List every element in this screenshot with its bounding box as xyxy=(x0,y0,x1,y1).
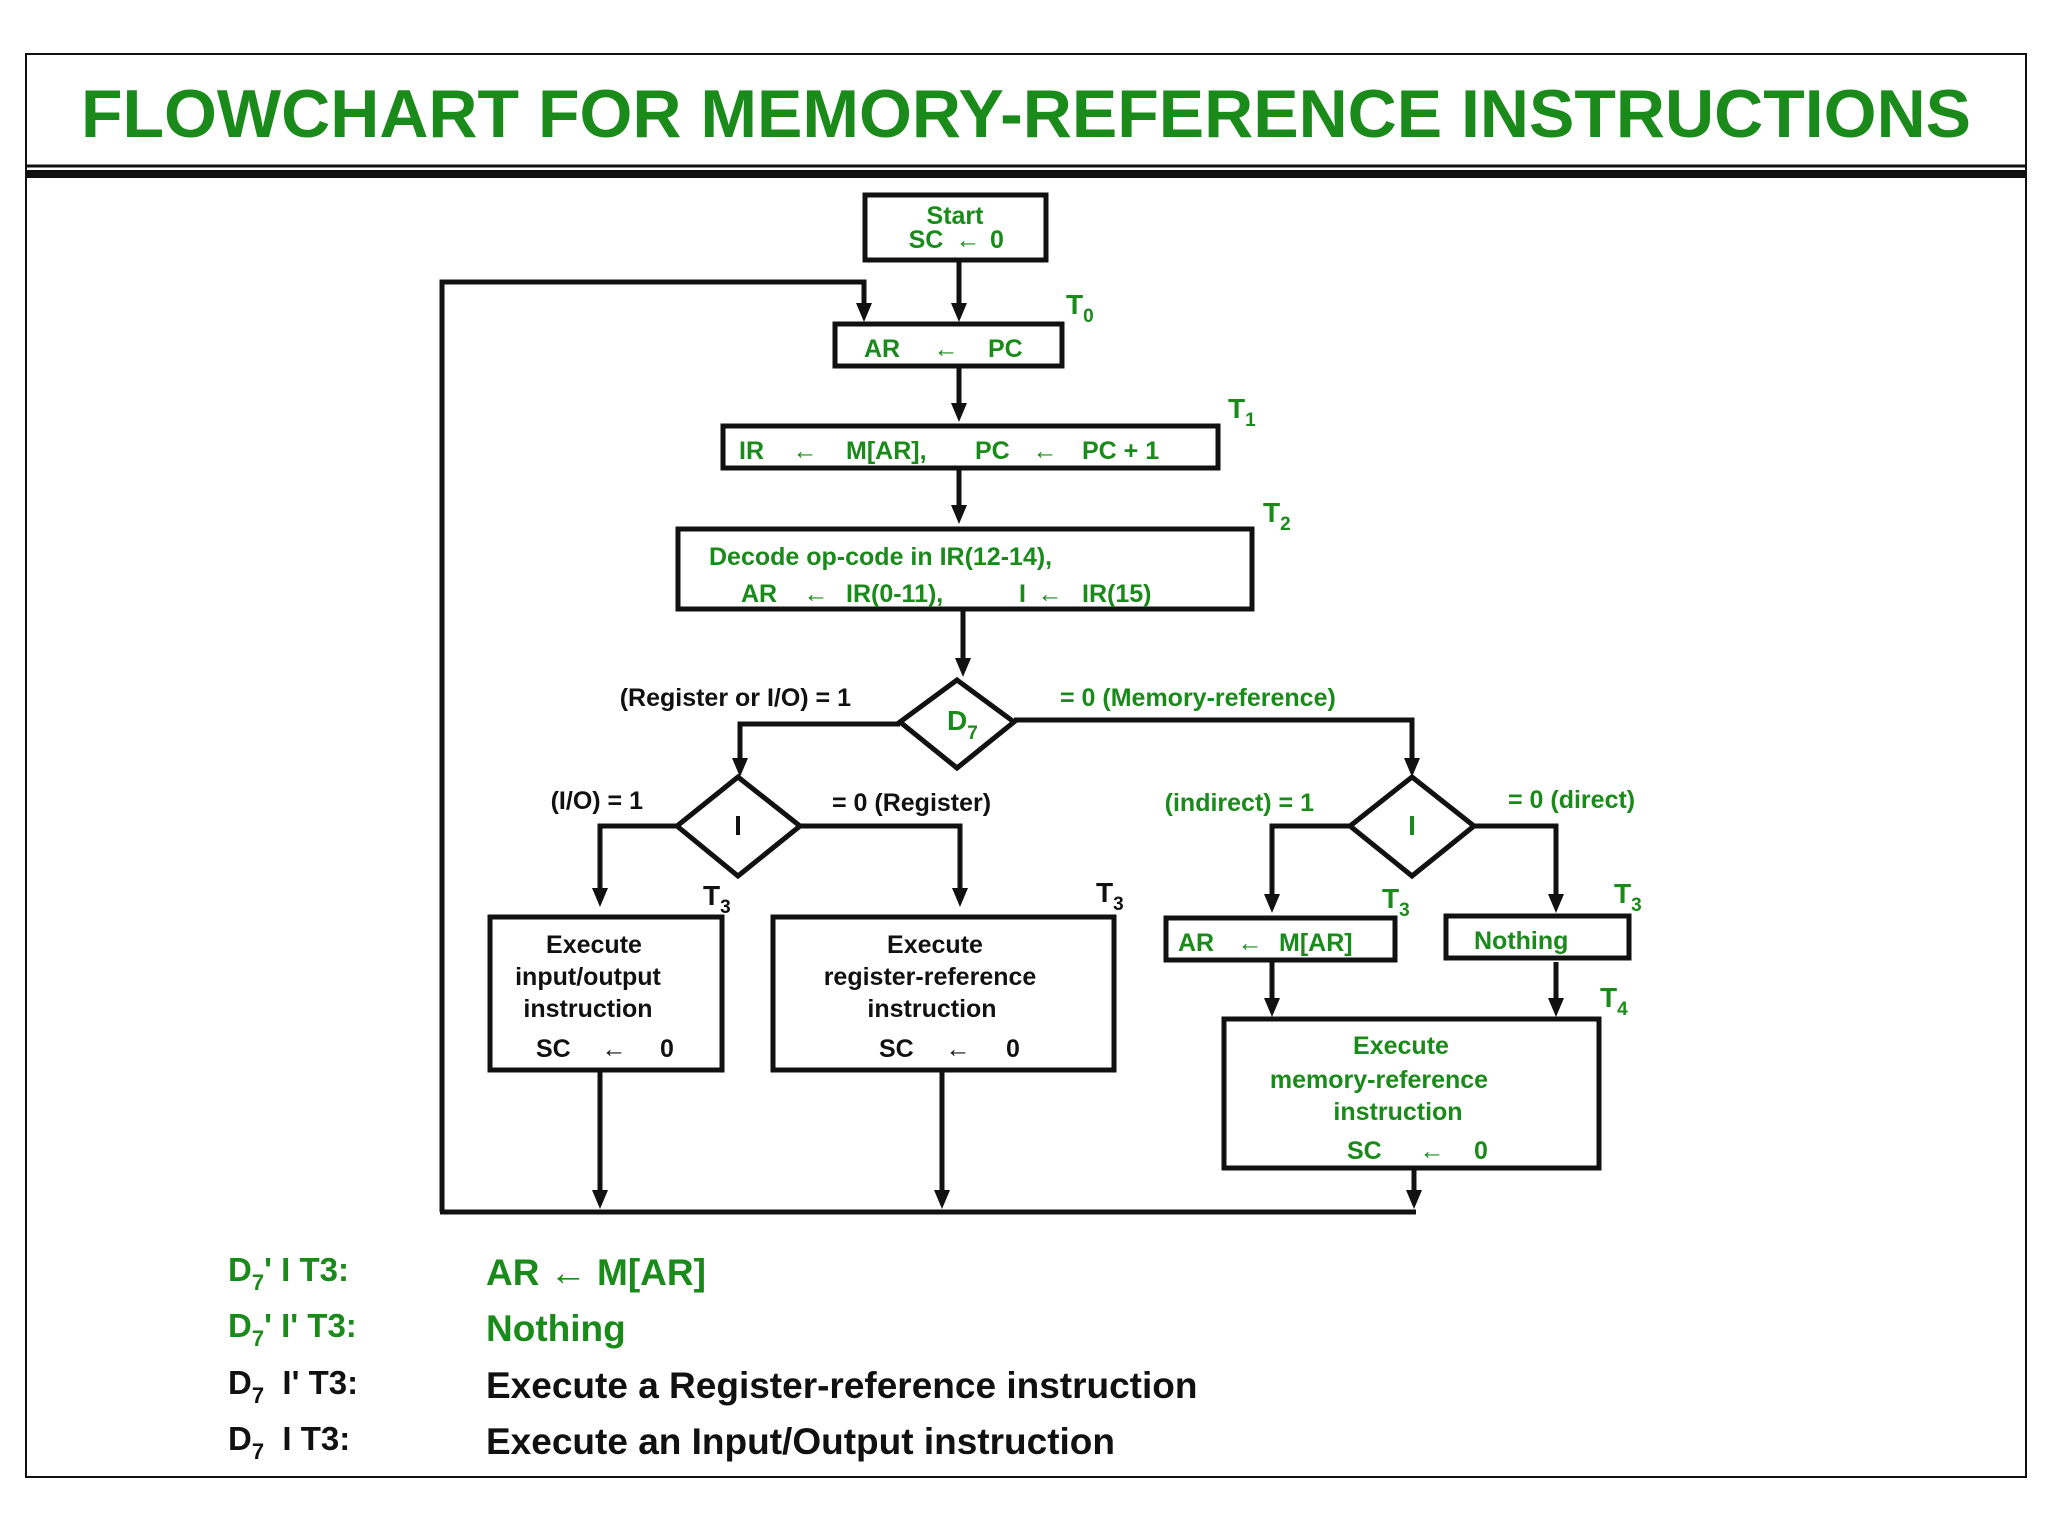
connectors xyxy=(439,262,1564,1215)
svg-text:instruction: instruction xyxy=(1333,1098,1462,1126)
i-right-decision: I (indirect) = 1 = 0 (direct) xyxy=(1165,773,1635,880)
t2-node: T2 Decode op-code in IR(12-14), AR ← IR(… xyxy=(675,497,1291,612)
svg-text:memory-reference: memory-reference xyxy=(1270,1066,1488,1094)
svg-text:Execute: Execute xyxy=(887,931,983,959)
i-right-label: I xyxy=(1408,810,1416,841)
t3-label: T3 xyxy=(703,880,731,918)
slide-frame xyxy=(25,53,2027,1478)
start-zero: 0 xyxy=(990,226,1004,254)
i-left-no-label: = 0 (Register) xyxy=(832,789,991,817)
arrow-icon: ← xyxy=(804,580,829,608)
t2-ir: IR(0-11), xyxy=(846,580,943,608)
arrow-icon: ← xyxy=(602,1035,627,1063)
t2-i: I xyxy=(1019,580,1026,608)
indirect-node: T3 AR ← M[AR] xyxy=(1163,883,1410,963)
t2-ir15: IR(15) xyxy=(1082,580,1151,608)
arrow-icon: ← xyxy=(934,335,959,363)
svg-text:input/output: input/output xyxy=(515,963,661,991)
svg-text:instruction: instruction xyxy=(867,995,996,1023)
arrow-icon: ← xyxy=(1420,1137,1445,1165)
legend-action: Execute a Register-reference instruction xyxy=(486,1365,1197,1406)
svg-text:Execute: Execute xyxy=(1353,1032,1449,1060)
t1-label: T1 xyxy=(1228,393,1256,431)
t2-ar: AR xyxy=(741,580,777,608)
legend-condition: D7' I' T3: xyxy=(228,1307,357,1351)
d7-left-label: (Register or I/O) = 1 xyxy=(620,684,851,712)
t3-label: T3 xyxy=(1382,883,1410,921)
svg-text:SC: SC xyxy=(1347,1137,1382,1165)
legend-action: AR ← M[AR] xyxy=(486,1252,706,1293)
arrow-icon: ← xyxy=(1038,580,1063,608)
arrow-icon: ← xyxy=(1033,437,1058,465)
svg-text:SC: SC xyxy=(879,1035,914,1063)
t3-label: T3 xyxy=(1614,878,1642,916)
svg-text:SC: SC xyxy=(536,1035,571,1063)
t2-label: T2 xyxy=(1263,497,1291,535)
svg-text:M[AR]: M[AR] xyxy=(1279,929,1353,957)
start-sc: SC xyxy=(909,226,944,254)
memory-execute-node: T4 Execute memory-reference instruction … xyxy=(1221,982,1628,1171)
i-left-label: I xyxy=(734,810,742,841)
t1-ir: IR xyxy=(739,437,764,465)
arrow-icon: ← xyxy=(1238,929,1263,957)
svg-text:Execute: Execute xyxy=(546,931,642,959)
svg-text:instruction: instruction xyxy=(523,995,652,1023)
legend: D7' I T3: AR ← M[AR] D7' I' T3: Nothing … xyxy=(228,1251,1197,1464)
legend-action: Nothing xyxy=(486,1308,626,1349)
start-node: Start SC ← 0 xyxy=(862,192,1049,263)
legend-row: D7 I' T3: Execute a Register-reference i… xyxy=(228,1364,1197,1408)
t1-mar: M[AR], xyxy=(846,437,927,465)
legend-condition: D7' I T3: xyxy=(228,1251,349,1295)
legend-condition: D7 I T3: xyxy=(228,1420,350,1464)
legend-condition: D7 I' T3: xyxy=(228,1364,358,1408)
svg-text:Nothing: Nothing xyxy=(1474,927,1568,955)
svg-text:0: 0 xyxy=(1006,1035,1020,1063)
t3-label: T3 xyxy=(1096,877,1124,915)
t2-decode: Decode op-code in IR(12-14), xyxy=(709,543,1052,571)
d7-right-label: = 0 (Memory-reference) xyxy=(1060,684,1336,712)
io-execute-node: T3 Execute input/output instruction SC ←… xyxy=(487,880,731,1073)
t0-node: T0 AR ← PC xyxy=(832,289,1094,369)
legend-row: D7' I' T3: Nothing xyxy=(228,1307,626,1351)
t1-pc-plus: PC + 1 xyxy=(1082,437,1159,465)
legend-row: D7 I T3: Execute an Input/Output instruc… xyxy=(228,1420,1115,1464)
t0-ar: AR xyxy=(864,335,900,363)
register-execute-node: T3 Execute register-reference instructio… xyxy=(770,877,1124,1073)
svg-text:0: 0 xyxy=(660,1035,674,1063)
legend-action: Execute an Input/Output instruction xyxy=(486,1421,1115,1462)
i-right-no-label: = 0 (direct) xyxy=(1508,786,1635,814)
arrow-icon: ← xyxy=(946,1035,971,1063)
start-label: Start xyxy=(927,202,985,230)
t1-node: T1 IR ← M[AR], PC ← PC + 1 xyxy=(720,393,1256,471)
legend-row: D7' I T3: AR ← M[AR] xyxy=(228,1251,706,1295)
i-left-decision: I (I/O) = 1 = 0 (Register) xyxy=(551,773,991,880)
i-left-yes-label: (I/O) = 1 xyxy=(551,787,643,815)
svg-text:0: 0 xyxy=(1474,1137,1488,1165)
svg-text:register-reference: register-reference xyxy=(824,963,1037,991)
page-title: FLOWCHART FOR MEMORY-REFERENCE INSTRUCTI… xyxy=(81,76,1971,152)
t0-pc: PC xyxy=(988,335,1023,363)
d7-label: D7 xyxy=(947,705,978,744)
d7-decision: D7 (Register or I/O) = 1 = 0 (Memory-ref… xyxy=(620,676,1336,772)
t0-label: T0 xyxy=(1066,289,1094,327)
arrow-icon: ← xyxy=(956,226,981,254)
i-right-yes-label: (indirect) = 1 xyxy=(1165,789,1314,817)
svg-text:AR: AR xyxy=(1178,929,1214,957)
arrow-icon: ← xyxy=(793,437,818,465)
direct-node: T3 Nothing xyxy=(1443,878,1642,961)
t4-label: T4 xyxy=(1600,982,1628,1020)
t1-pc: PC xyxy=(975,437,1010,465)
